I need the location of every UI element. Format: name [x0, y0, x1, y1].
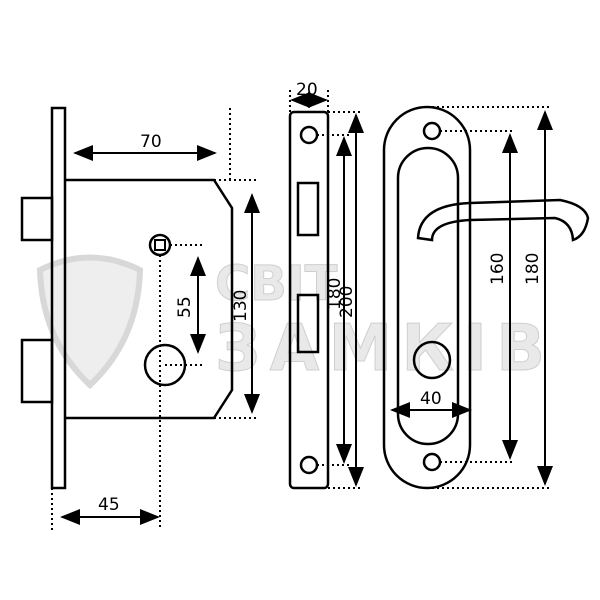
mortise-lock: 70 45 55 130 [20, 106, 260, 530]
dim-40: 40 [420, 389, 442, 409]
dim-200: 200 [337, 286, 357, 318]
handle-lever [416, 198, 590, 242]
handle-keyhole [412, 340, 452, 380]
dim-130: 130 [231, 290, 251, 322]
dead-bolt [20, 338, 54, 404]
handle-inner [396, 146, 460, 446]
dim-160: 160 [488, 253, 508, 285]
spindle-square [154, 239, 166, 251]
faceplate [50, 106, 67, 490]
watermark-shield-icon [36, 254, 144, 390]
dim-45: 45 [98, 495, 120, 515]
door-handle: 160 180 40 [382, 105, 590, 490]
strike-plate-outline [288, 110, 330, 490]
dim-180-strike: 180 [325, 278, 345, 310]
spindle-hole [148, 233, 172, 257]
handle-plate [382, 105, 472, 490]
dim-70: 70 [140, 132, 162, 152]
lock-body [65, 178, 234, 420]
strike-plate: 20 180 200 [288, 80, 364, 490]
dim-55: 55 [175, 296, 195, 318]
dim-20: 20 [296, 80, 318, 100]
dim-180-handle: 180 [523, 253, 543, 285]
watermark-line2: ЗАМКІВ [215, 312, 545, 386]
latch-bolt [20, 196, 54, 242]
